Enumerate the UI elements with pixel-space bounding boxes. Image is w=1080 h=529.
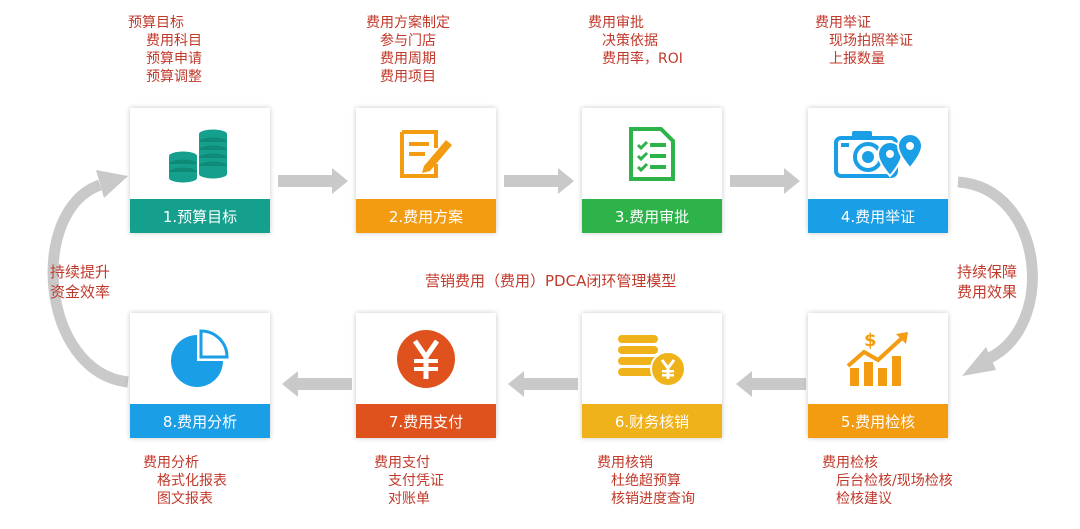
note-line: 后台检核/现场检核 bbox=[836, 473, 953, 489]
arrow-left-1 bbox=[736, 371, 806, 397]
arrow-curve-right bbox=[957, 176, 1038, 366]
arrow-right-1 bbox=[278, 168, 348, 194]
right-loop-line-2: 费用效果 bbox=[957, 283, 1018, 301]
step-card-approval: 3.费用审批 bbox=[582, 108, 722, 233]
step-card-plan: 2.费用方案 bbox=[356, 108, 496, 233]
note-line: 格式化报表 bbox=[157, 473, 227, 489]
note-line: 检核建议 bbox=[836, 491, 892, 507]
note-line: 费用科目 bbox=[146, 33, 202, 49]
coins-yen-icon bbox=[618, 334, 686, 387]
note-line: 预算申请 bbox=[146, 51, 202, 67]
note-line: 预算目标 bbox=[128, 15, 184, 31]
note-line: 费用核销 bbox=[597, 455, 653, 471]
step-6-notes: 费用核销 杜绝超预算 核销进度查询 bbox=[597, 454, 695, 508]
step-label: 5.费用检核 bbox=[808, 404, 948, 438]
right-loop-line-1: 持续保障 bbox=[957, 263, 1018, 281]
step-card-analysis: 8.费用分析 bbox=[130, 313, 270, 438]
step-7-notes: 费用支付 支付凭证 对账单 bbox=[374, 454, 444, 508]
step-8-notes: 费用分析 格式化报表 图文报表 bbox=[143, 454, 227, 508]
note-line: 费用审批 bbox=[588, 15, 644, 31]
note-line: 核销进度查询 bbox=[611, 491, 695, 507]
note-line: 费用方案制定 bbox=[366, 15, 450, 31]
arrow-left-3 bbox=[282, 371, 352, 397]
note-line: 图文报表 bbox=[157, 491, 213, 507]
step-5-notes: 费用检核 后台检核/现场检核 检核建议 bbox=[822, 454, 953, 508]
arrow-curve-left bbox=[47, 179, 129, 388]
note-line: 费用检核 bbox=[822, 455, 878, 471]
step-label: 2.费用方案 bbox=[356, 199, 496, 233]
arrow-right-2 bbox=[504, 168, 574, 194]
note-line: 支付凭证 bbox=[388, 473, 444, 489]
note-line: 费用项目 bbox=[380, 69, 436, 85]
camera-location-icon bbox=[834, 130, 924, 178]
step-1-notes: 预算目标 费用科目 预算申请 预算调整 bbox=[128, 14, 202, 86]
left-loop-line-2: 资金效率 bbox=[50, 283, 111, 301]
note-line: 费用支付 bbox=[374, 455, 430, 471]
arrow-left-2 bbox=[508, 371, 578, 397]
note-line: 决策依据 bbox=[602, 33, 658, 49]
growth-chart-icon: $ bbox=[846, 330, 908, 386]
step-4-notes: 费用举证 现场拍照举证 上报数量 bbox=[815, 14, 913, 68]
note-line: 对账单 bbox=[388, 491, 430, 507]
step-label: 3.费用审批 bbox=[582, 199, 722, 233]
note-line: 参与门店 bbox=[380, 33, 436, 49]
step-card-writeoff: 6.财务核销 bbox=[582, 313, 722, 438]
step-card-budget: 1.预算目标 bbox=[130, 108, 270, 233]
pie-chart-icon bbox=[171, 328, 229, 387]
edit-document-icon bbox=[400, 129, 452, 178]
note-line: 费用举证 bbox=[815, 15, 871, 31]
step-label: 7.费用支付 bbox=[356, 404, 496, 438]
note-line: 杜绝超预算 bbox=[611, 473, 681, 489]
step-card-payment: 7.费用支付 bbox=[356, 313, 496, 438]
note-line: 预算调整 bbox=[146, 69, 202, 85]
diagram-title: 营销费用（费用）PDCA闭环管理模型 bbox=[425, 272, 677, 290]
step-label: 1.预算目标 bbox=[130, 199, 270, 233]
note-line: 费用分析 bbox=[143, 455, 199, 471]
checklist-icon bbox=[629, 126, 675, 181]
step-label: 6.财务核销 bbox=[582, 404, 722, 438]
step-3-notes: 费用审批 决策依据 费用率，ROI bbox=[588, 14, 683, 68]
note-line: 费用周期 bbox=[380, 51, 436, 67]
arrow-right-3 bbox=[730, 168, 800, 194]
step-card-evidence: 4.费用举证 bbox=[808, 108, 948, 233]
step-label: 8.费用分析 bbox=[130, 404, 270, 438]
svg-text:$: $ bbox=[864, 330, 877, 351]
step-card-review: $ 5.费用检核 bbox=[808, 313, 948, 438]
note-line: 现场拍照举证 bbox=[829, 33, 913, 49]
step-2-notes: 费用方案制定 参与门店 费用周期 费用项目 bbox=[366, 14, 450, 86]
coins-stack-icon bbox=[169, 129, 227, 182]
left-loop-line-1: 持续提升 bbox=[50, 263, 111, 281]
left-loop-label: 持续提升 资金效率 bbox=[50, 262, 110, 302]
right-loop-label: 持续保障 费用效果 bbox=[957, 262, 1017, 302]
step-label: 4.费用举证 bbox=[808, 199, 948, 233]
note-line: 上报数量 bbox=[829, 51, 885, 67]
yen-circle-icon bbox=[397, 329, 455, 388]
note-line: 费用率，ROI bbox=[602, 51, 683, 67]
